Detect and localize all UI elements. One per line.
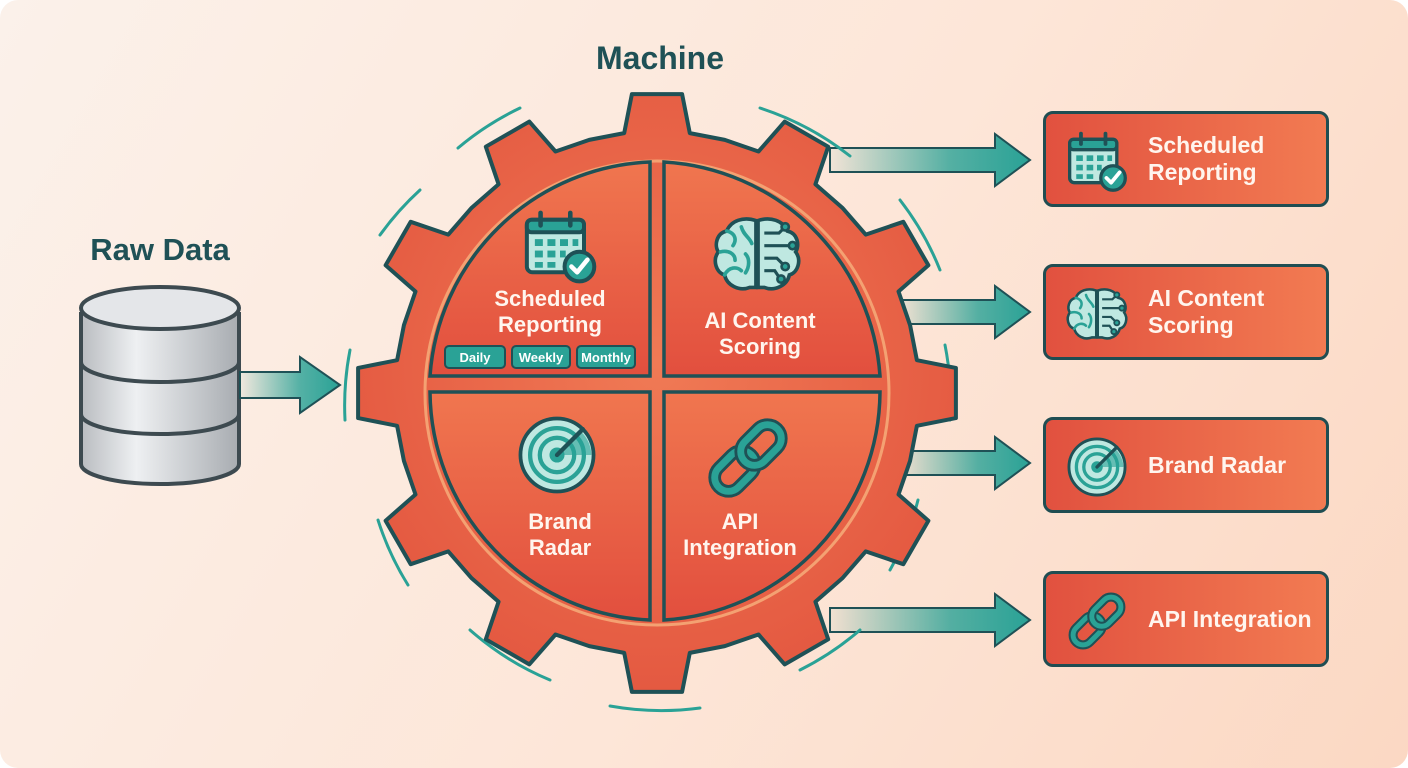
section-label-brand-radar: Brand Radar bbox=[450, 509, 670, 561]
calendar-check-icon bbox=[527, 213, 594, 282]
section-label-api-integration: API Integration bbox=[630, 509, 850, 561]
section-line: Scheduled bbox=[494, 286, 606, 311]
pill-weekly[interactable]: Weekly bbox=[511, 345, 571, 369]
radar-icon bbox=[1064, 434, 1130, 500]
output-box-brand-radar[interactable]: Brand Radar bbox=[1043, 417, 1329, 513]
section-label-scheduled-reporting: Scheduled Reporting bbox=[440, 286, 660, 338]
section-line: Radar bbox=[528, 535, 592, 560]
section-label-ai-content-scoring: AI Content Scoring bbox=[650, 308, 870, 360]
output-line: AI Content bbox=[1148, 285, 1265, 311]
output-line: Reporting bbox=[1148, 159, 1257, 185]
pill-daily[interactable]: Daily bbox=[444, 345, 506, 369]
output-arrows bbox=[829, 132, 1032, 648]
section-line: Integration bbox=[683, 535, 797, 560]
quadrant-brand-radar bbox=[428, 390, 652, 622]
gear-quadrants bbox=[428, 160, 882, 622]
output-label: Brand Radar bbox=[1148, 451, 1287, 478]
raw-data-title: Raw Data bbox=[90, 232, 230, 267]
section-line: Scoring bbox=[719, 334, 801, 359]
database-icon bbox=[79, 285, 241, 486]
brain-circuit-icon bbox=[713, 217, 801, 291]
section-line: API bbox=[721, 509, 759, 534]
input-arrow bbox=[239, 355, 342, 415]
output-label: API Integration bbox=[1148, 605, 1312, 632]
quadrant-api-integration bbox=[662, 390, 882, 622]
brain-circuit-icon bbox=[1064, 281, 1130, 347]
output-line: Scoring bbox=[1148, 312, 1234, 338]
calendar-check-icon bbox=[1064, 128, 1130, 194]
chain-link-icon bbox=[1064, 588, 1130, 654]
pill-monthly[interactable]: Monthly bbox=[576, 345, 636, 369]
section-line: Reporting bbox=[498, 312, 602, 337]
output-line: Scheduled bbox=[1148, 132, 1265, 158]
output-box-api-integration[interactable]: API Integration bbox=[1043, 571, 1329, 667]
radar-icon bbox=[520, 418, 593, 491]
section-line: AI Content bbox=[704, 308, 816, 333]
machine-title: Machine bbox=[595, 40, 725, 76]
section-line: Brand bbox=[528, 509, 592, 534]
